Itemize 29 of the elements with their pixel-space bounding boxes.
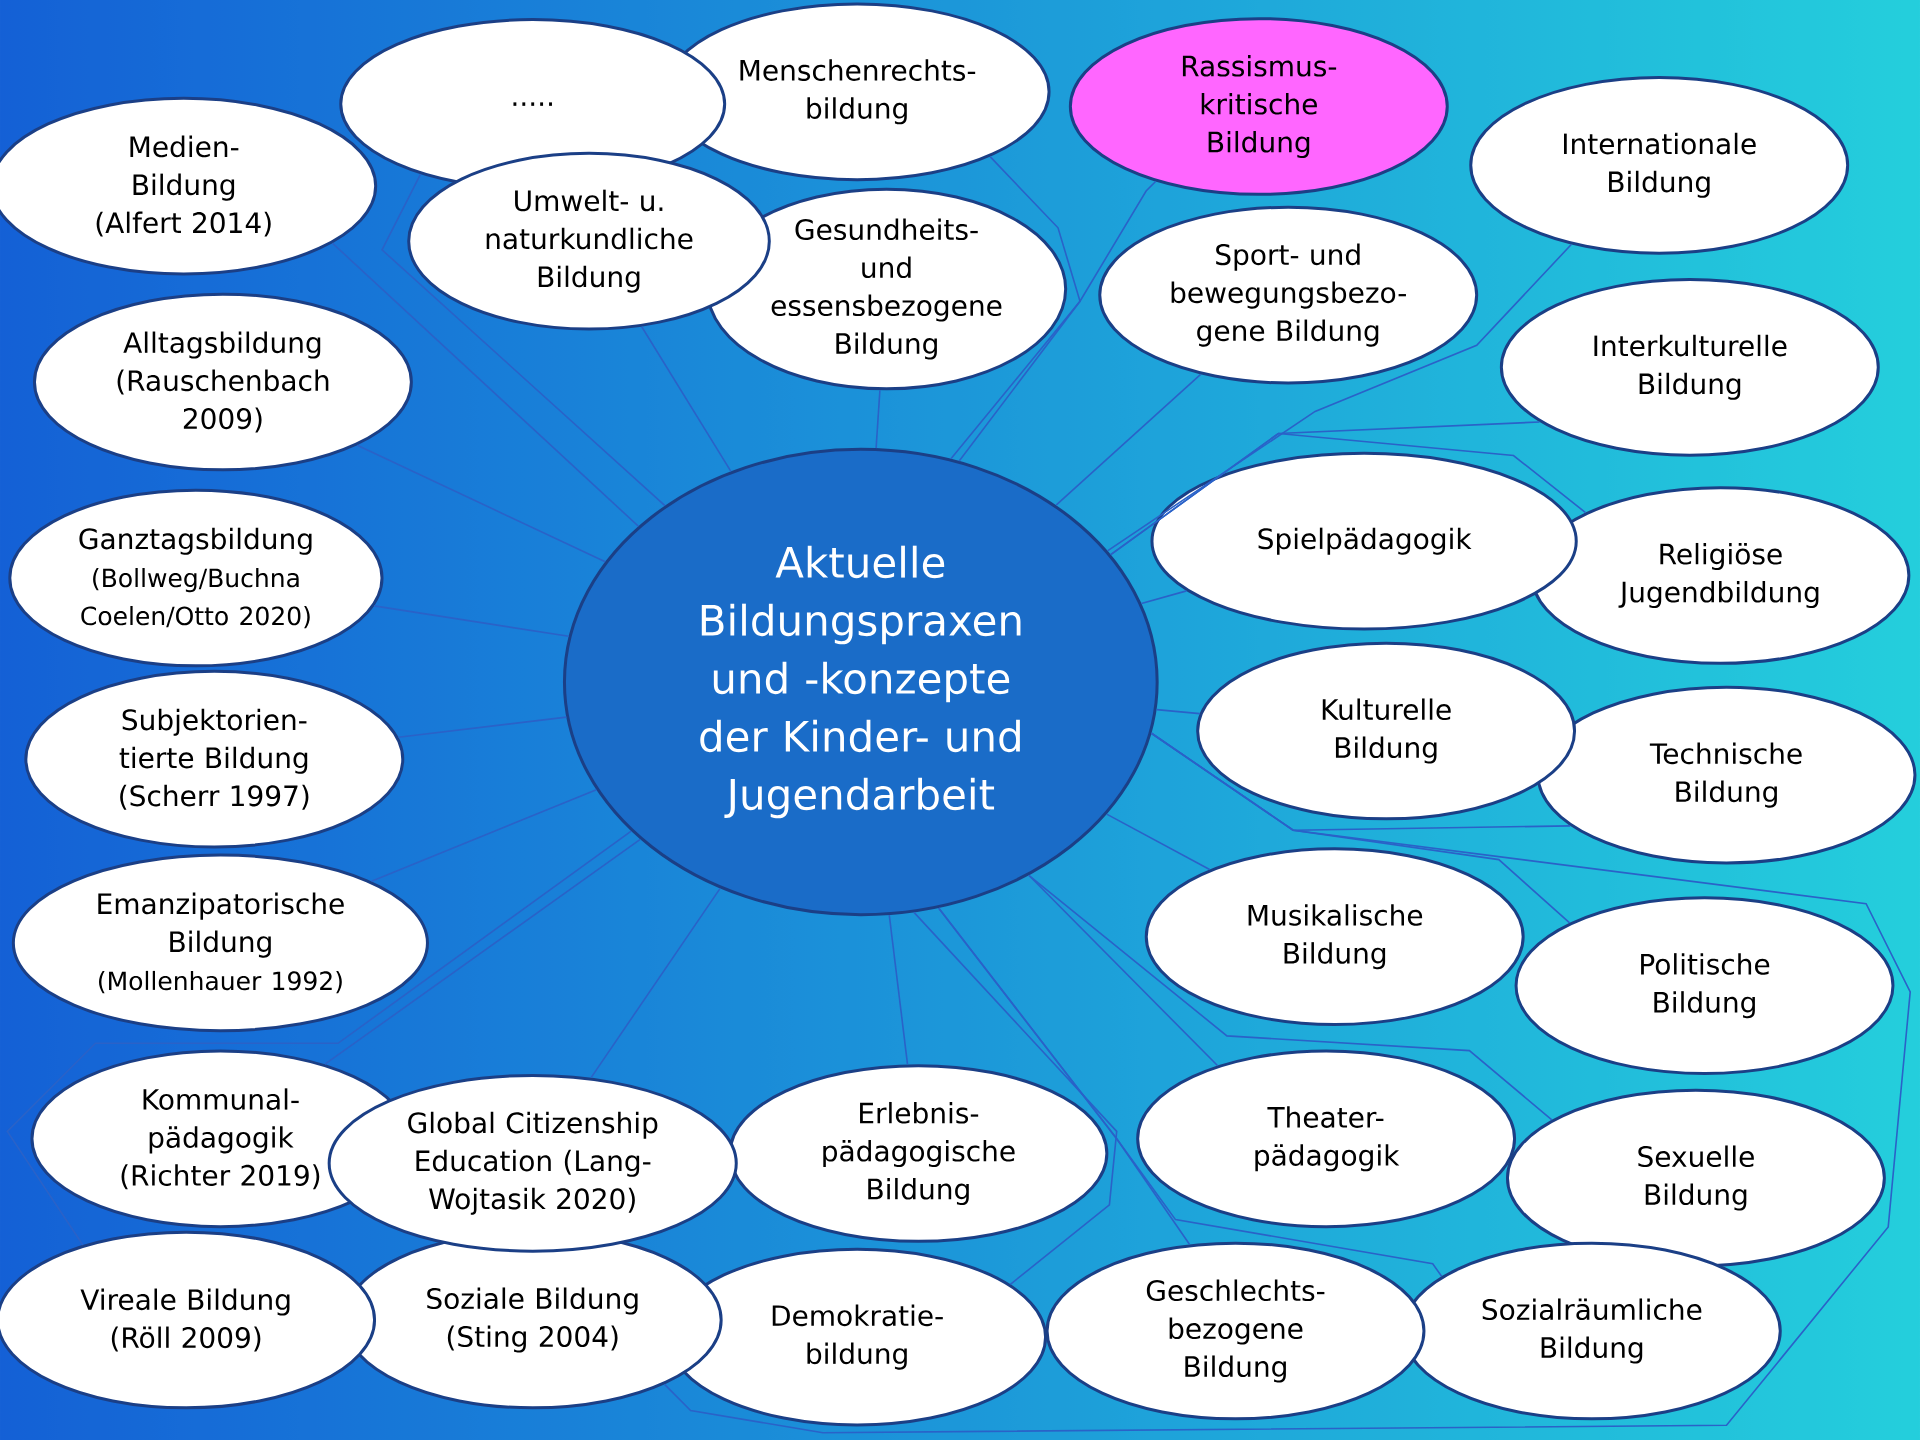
node-label: Demokratie- bildung: [772, 1304, 943, 1370]
connector-line: [1106, 243, 1573, 552]
connector-line: [913, 911, 1118, 1286]
connector-line: [888, 914, 909, 1066]
node-label: Religiöse Jugendbildung: [1618, 542, 1819, 609]
connector-line: [950, 155, 1081, 460]
connector-line: [958, 180, 1157, 462]
connector-line: [1028, 874, 1553, 1121]
connector-line: [370, 788, 598, 883]
connector-line: [1105, 813, 1211, 871]
connector-line: [663, 732, 1912, 1434]
connector-line: [331, 242, 640, 528]
connector-line: [381, 173, 666, 507]
connector-line: [640, 325, 732, 473]
connector-line: [1055, 373, 1202, 507]
connector-line: [1155, 708, 1201, 715]
connector-line: [1140, 590, 1188, 605]
connector-line: [397, 716, 568, 738]
connector-line: [875, 389, 881, 449]
connector-line: [6, 830, 632, 1246]
node-label: Sexuelle Bildung: [1638, 1145, 1754, 1211]
connector-line: [324, 838, 642, 1065]
connector-line: [1109, 432, 1587, 556]
node-label: Technische Bildung: [1649, 742, 1802, 808]
connector-line: [937, 907, 1443, 1278]
node-label: Soziale Bildung (Sting 2004): [427, 1287, 638, 1353]
connector-line: [590, 887, 721, 1079]
connector-line: [373, 605, 570, 638]
connector-line: [356, 444, 606, 563]
